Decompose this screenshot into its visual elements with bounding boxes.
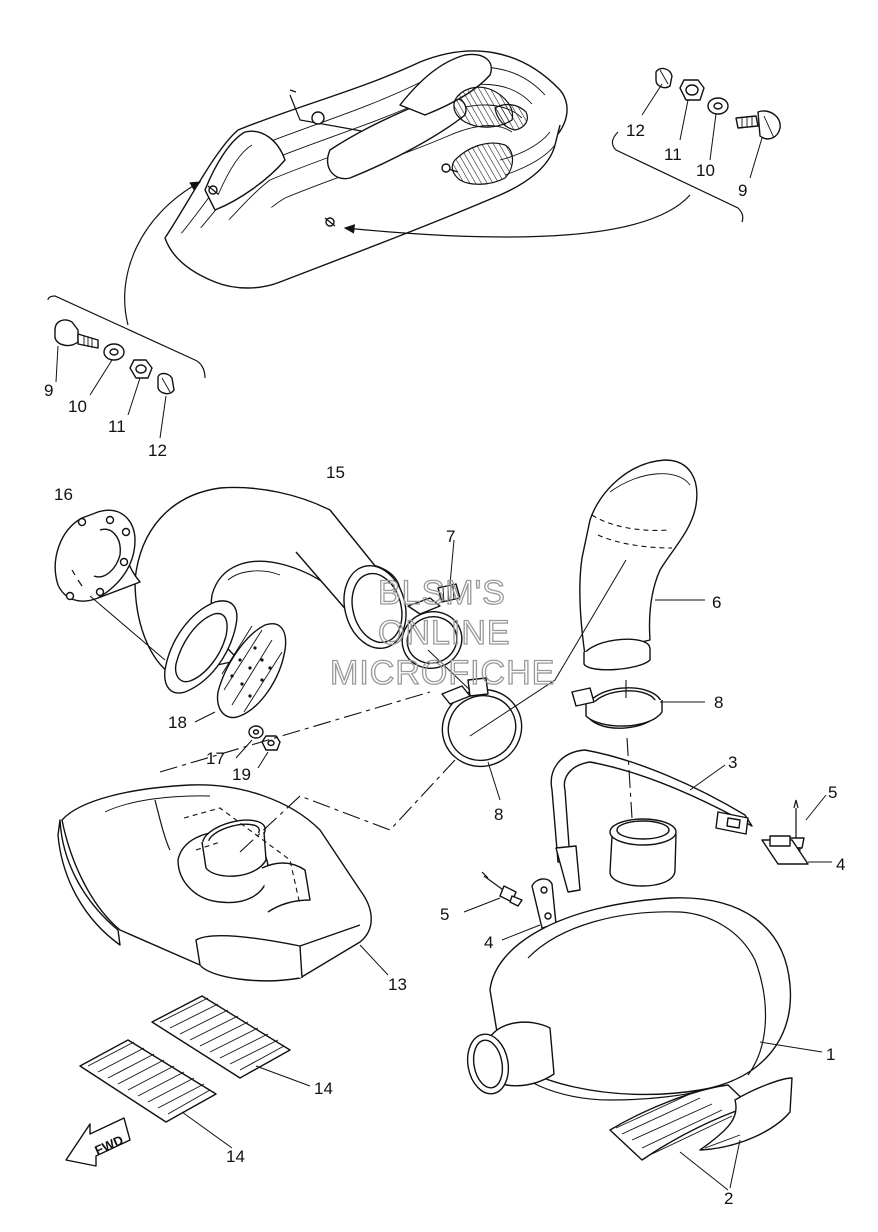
strap-3: [550, 749, 753, 893]
callout-9-left: 9: [44, 381, 53, 400]
watermark-line-2: ONLINE: [378, 614, 511, 652]
callout-10-right: 10: [696, 161, 715, 180]
watermark-line-3: MICROFICHE: [330, 654, 555, 692]
arrow-left-to-craft: [124, 181, 202, 326]
mesh-plate-18: [164, 600, 287, 723]
pad-14-right: [151, 995, 311, 1087]
forward-arrow-icon: FWD: [65, 1117, 131, 1167]
callout-11-right: 11: [664, 145, 682, 164]
callout-4-left: 4: [484, 933, 493, 952]
callout-16: 16: [54, 485, 73, 504]
left-fastener-group: [47, 295, 206, 439]
callout-8-left: 8: [494, 805, 503, 824]
callout-8-right: 8: [714, 693, 723, 712]
callout-1: 1: [826, 1045, 835, 1064]
arrow-right-to-craft: [343, 194, 691, 238]
callout-14-left: 14: [226, 1147, 245, 1166]
hose-clamp-8-right: [571, 687, 705, 729]
elbow-duct-6: [579, 459, 705, 671]
assembly-lines: [159, 559, 633, 853]
callout-19: 19: [232, 765, 251, 784]
callout-4-right: 4: [836, 855, 845, 874]
callout-13: 13: [388, 975, 407, 994]
washer-nut-17-19: [235, 725, 281, 769]
callout-18: 18: [168, 713, 187, 732]
callout-12-left: 12: [148, 441, 167, 460]
callout-10-left: 10: [68, 397, 87, 416]
chamber-box-13: [57, 784, 389, 982]
callout-7: 7: [446, 527, 455, 546]
callout-12-right: 12: [626, 121, 645, 140]
callout-2: 2: [724, 1189, 733, 1208]
callout-6: 6: [712, 593, 721, 612]
pad-bracket-2: [609, 1077, 793, 1191]
pad-14-left: [79, 1039, 233, 1149]
hose-clamp-8-left: [441, 677, 523, 801]
callout-3: 3: [728, 753, 737, 772]
callout-14-right: 14: [314, 1079, 333, 1098]
watermark-line-1: BLSM'S: [378, 574, 506, 612]
rivet-5-left: [463, 871, 523, 913]
callout-15: 15: [326, 463, 345, 482]
callout-17: 17: [206, 749, 225, 768]
right-fastener-group: [611, 67, 781, 223]
callout-5-left: 5: [440, 905, 449, 924]
watercraft-illustration: [164, 50, 568, 289]
hose-clamp-7: [401, 539, 463, 669]
callout-11-left: 11: [108, 417, 126, 436]
callout-9-right: 9: [738, 181, 747, 200]
silencer-box-1: [466, 818, 823, 1101]
callout-5-right: 5: [828, 783, 837, 802]
watermark: BLSM'S ONLINE MICROFICHE: [329, 573, 555, 692]
callout-numbers: 9 10 11 12 12 11 10 9 15 16 7 6 8 18 17 …: [44, 121, 845, 1208]
mounting-ring-16: [54, 509, 166, 661]
bracket-4-left: [501, 878, 557, 941]
bracket-4-right: [761, 835, 832, 865]
